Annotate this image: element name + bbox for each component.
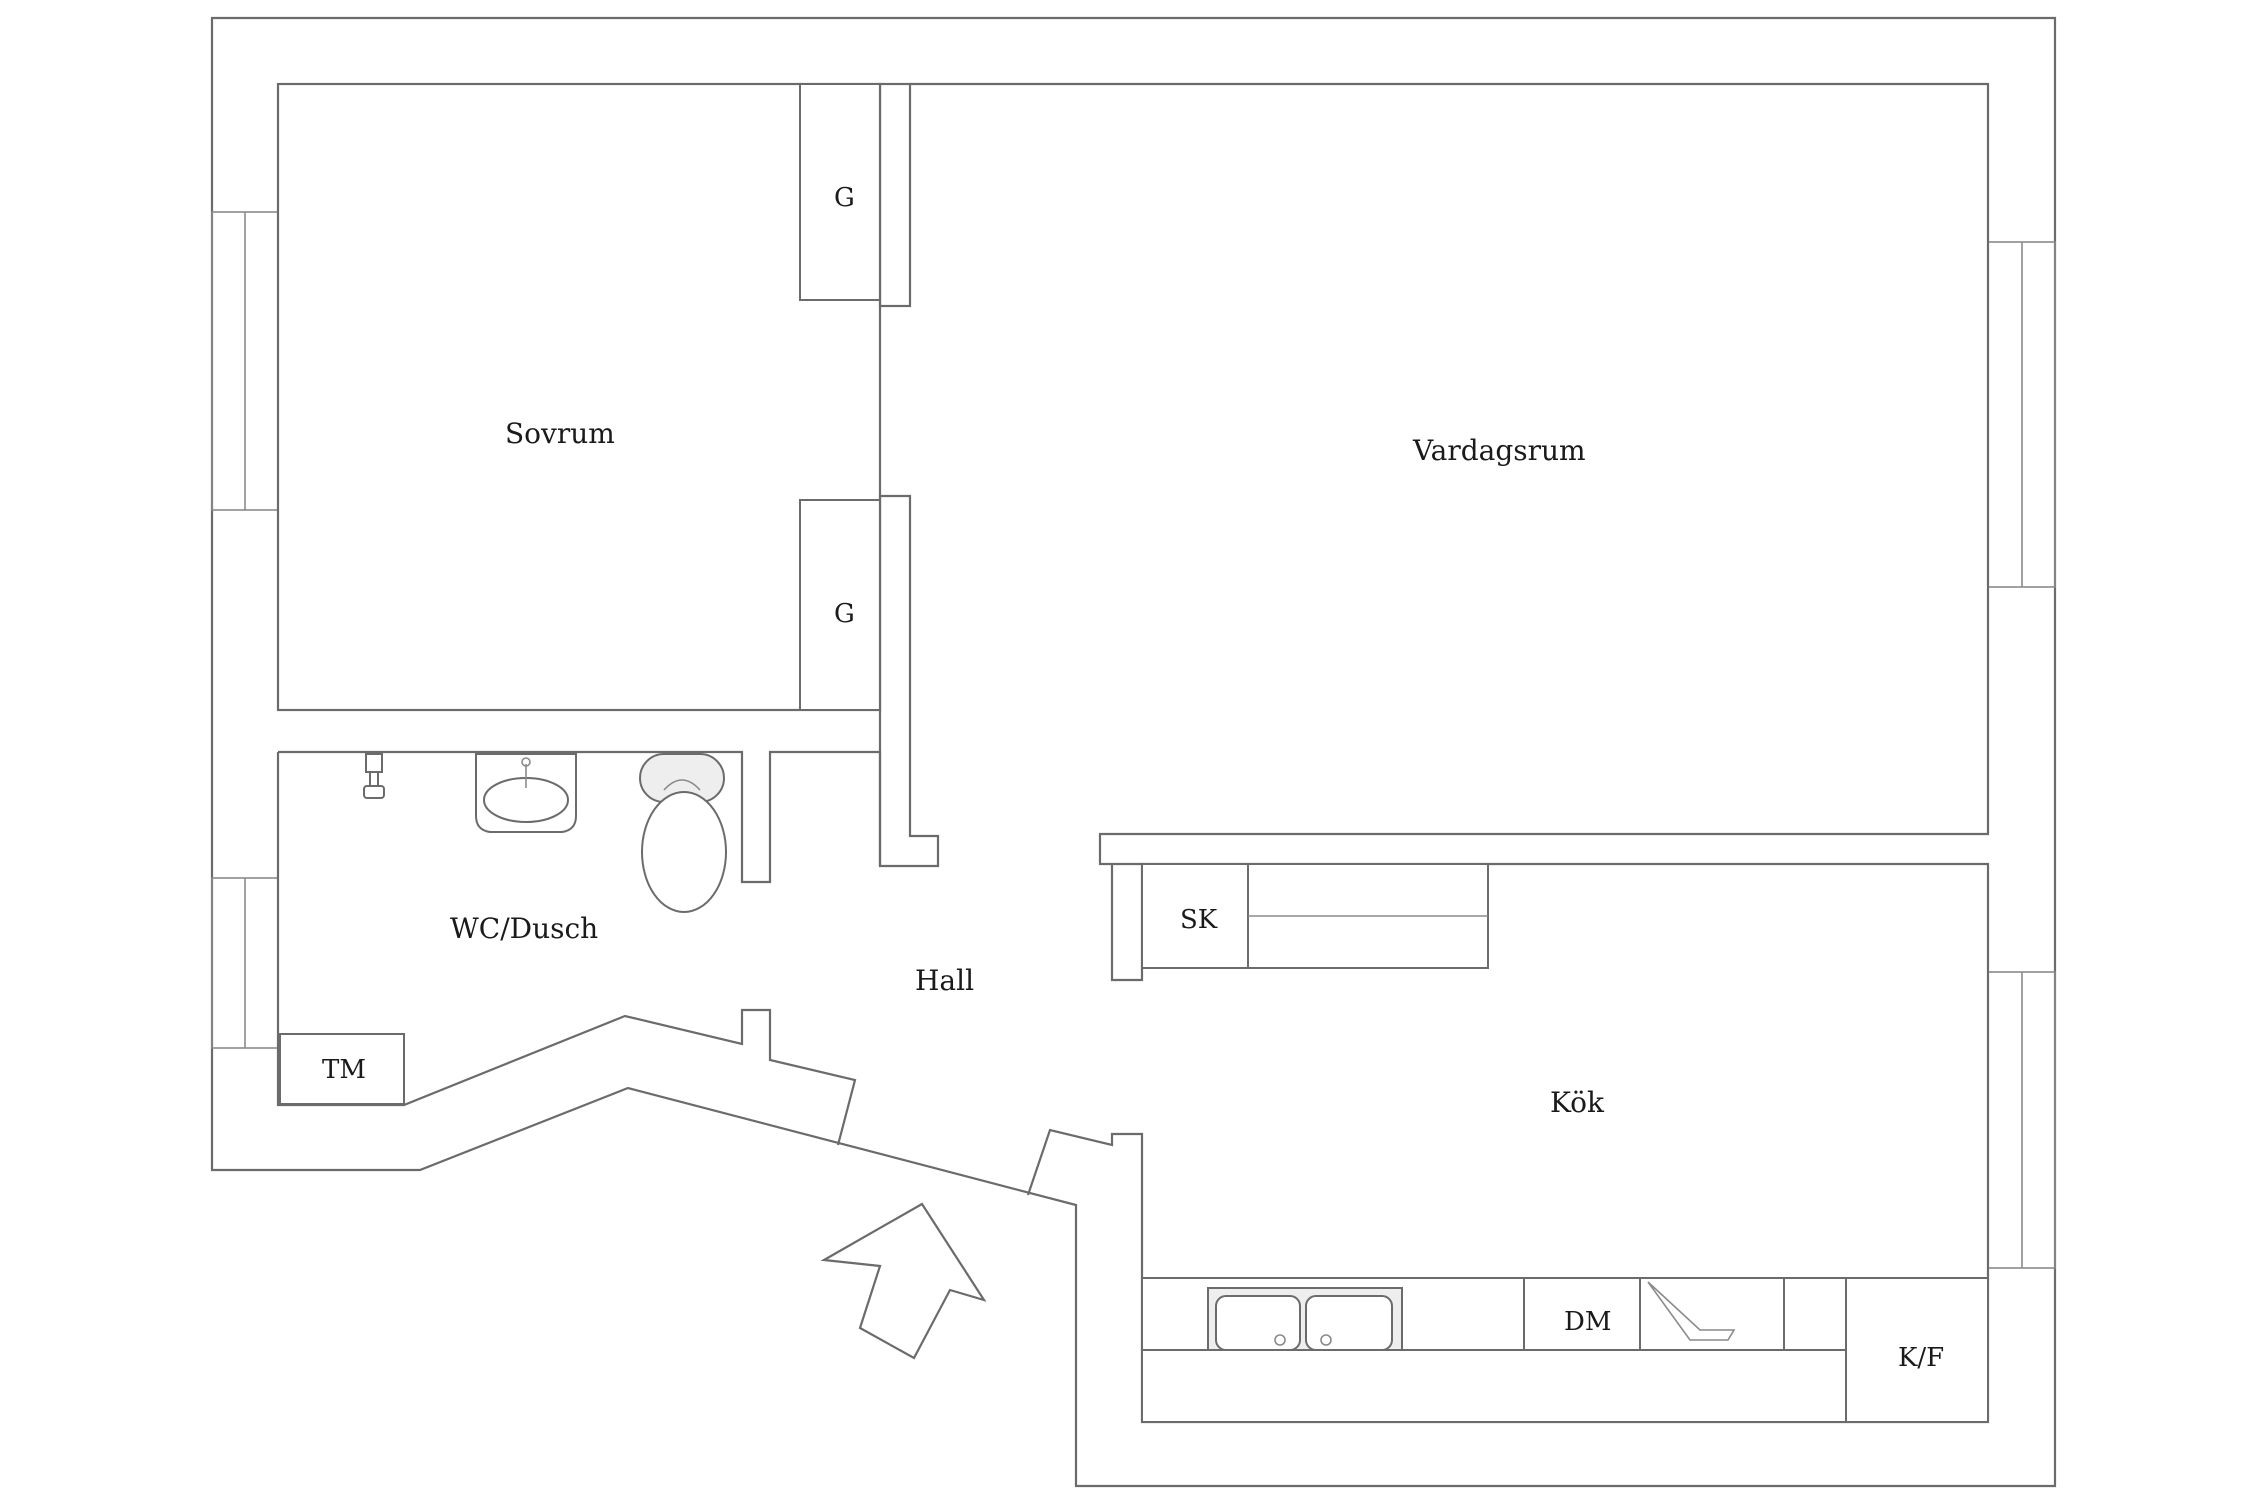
label-hall: Hall bbox=[915, 964, 974, 997]
label-closet-top: G bbox=[834, 183, 855, 213]
wall-stub-bottom bbox=[878, 494, 940, 868]
label-vardagsrum: Vardagsrum bbox=[1412, 434, 1586, 467]
tm-box bbox=[279, 1033, 405, 1105]
label-dm: DM bbox=[1564, 1307, 1611, 1337]
shower-head-icon bbox=[363, 753, 385, 799]
stove-icon bbox=[1639, 1277, 1785, 1351]
toilet-icon bbox=[639, 753, 727, 913]
entrance-arrow-icon bbox=[820, 1202, 987, 1360]
bathroom-sink-icon bbox=[475, 753, 577, 833]
sovrum-room bbox=[276, 82, 882, 712]
window-sovrum bbox=[211, 211, 279, 511]
window-vardagsrum bbox=[1987, 241, 2056, 588]
vardagsrum-room bbox=[910, 82, 1990, 982]
kitchen-sink-icon bbox=[1207, 1287, 1403, 1351]
kitchen-counter-lower bbox=[1141, 1349, 1847, 1423]
window-kok bbox=[1987, 971, 2056, 1269]
label-closet-bottom: G bbox=[834, 599, 855, 629]
label-kok: Kök bbox=[1550, 1086, 1605, 1119]
kf-cabinet bbox=[1845, 1277, 1989, 1423]
window-wc bbox=[211, 877, 279, 1049]
kok-room bbox=[1026, 862, 1990, 1424]
label-sovrum: Sovrum bbox=[505, 417, 615, 450]
wall-stub-top bbox=[878, 82, 912, 308]
label-kf: K/F bbox=[1898, 1343, 1944, 1373]
sk-cabinet bbox=[1141, 863, 1489, 969]
label-wc: WC/Dusch bbox=[450, 912, 598, 945]
label-tm: TM bbox=[322, 1055, 366, 1085]
label-sk: SK bbox=[1180, 905, 1218, 935]
